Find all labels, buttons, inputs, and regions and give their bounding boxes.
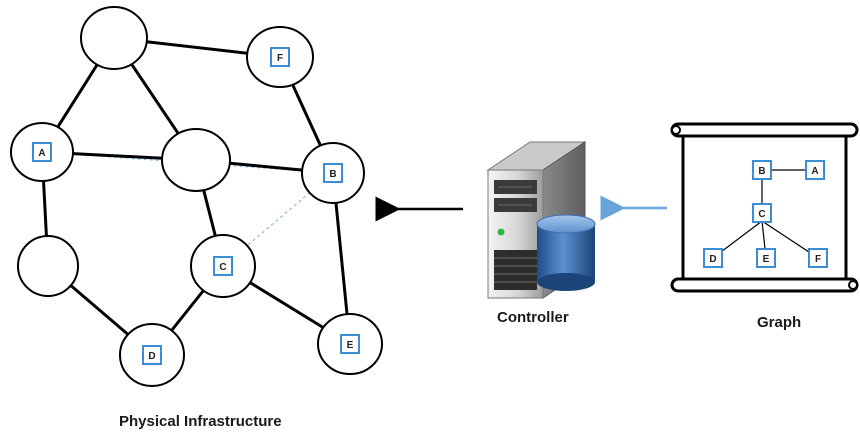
node-label-box xyxy=(32,142,52,162)
virtual-links xyxy=(41,56,351,356)
node-label-box xyxy=(270,47,290,67)
physical-node-label: E xyxy=(347,340,354,351)
physical-network: F A B C D E xyxy=(10,6,383,387)
physical-node-label: D xyxy=(148,351,155,362)
graph-caption: Graph xyxy=(757,314,802,331)
physical-infrastructure-caption: Physical Infrastructure xyxy=(119,413,282,430)
physical-node-f: F xyxy=(246,26,314,88)
graph-node-c: C xyxy=(752,203,772,223)
graph-node-f: F xyxy=(808,248,828,268)
controller-caption: Controller xyxy=(497,309,569,326)
physical-node-label: F xyxy=(277,53,283,64)
graph-nodes: B A C D E F xyxy=(703,160,828,268)
physical-node-top xyxy=(80,6,148,70)
node-label-box xyxy=(323,163,343,183)
graph-node-label: A xyxy=(811,166,818,177)
physical-node-left-lower xyxy=(17,235,79,297)
physical-node-label: C xyxy=(219,262,226,273)
graph-node-label: F xyxy=(815,254,821,265)
graph-node-label: B xyxy=(758,166,765,177)
physical-node-center xyxy=(161,128,231,192)
graph-node-d: D xyxy=(703,248,723,268)
physical-node-d: D xyxy=(119,323,185,387)
physical-node-a: A xyxy=(10,122,74,182)
controller-icon xyxy=(486,141,596,299)
graph-node-e: E xyxy=(756,248,776,268)
graph-node-a: A xyxy=(805,160,825,180)
physical-node-label: B xyxy=(329,169,336,180)
node-label-box xyxy=(340,334,360,354)
graph-node-label: E xyxy=(763,254,770,265)
physical-node-label: A xyxy=(38,148,45,159)
graph-node-b: B xyxy=(752,160,772,180)
physical-node-c: C xyxy=(190,234,256,298)
node-label-box xyxy=(142,345,162,365)
physical-node-b: B xyxy=(301,142,365,204)
database-icon xyxy=(536,214,596,291)
graph-node-label: C xyxy=(758,209,765,220)
physical-links xyxy=(40,36,352,357)
physical-node-e: E xyxy=(317,313,383,375)
node-label-box xyxy=(213,256,233,276)
graph-node-label: D xyxy=(709,254,716,265)
